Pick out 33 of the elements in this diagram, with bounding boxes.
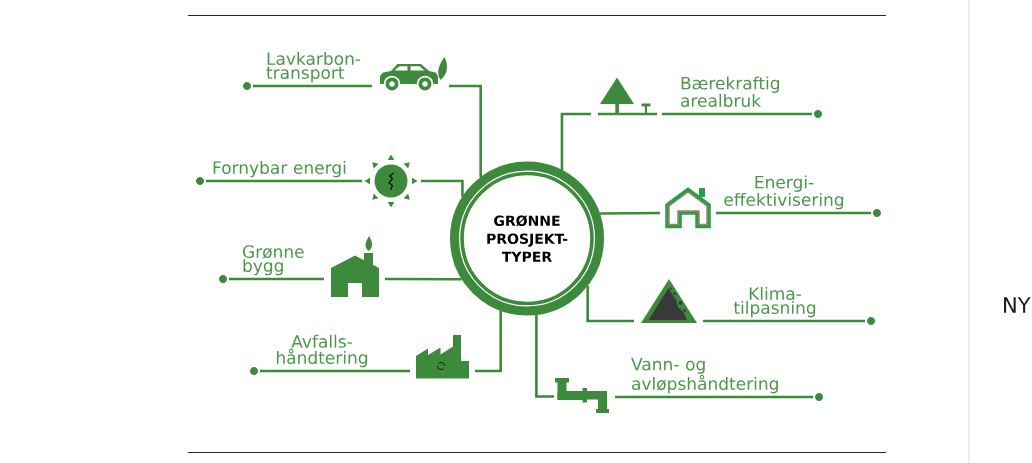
connector-line [560,112,591,170]
connector-line [615,395,813,399]
edge-label: Grønne bygg [242,245,304,276]
edge-label: Avfalls- håndtering [276,334,368,368]
connector-line [260,369,410,373]
connector-line [421,179,464,197]
tree-icon [598,77,657,116]
connector-line [716,211,871,215]
pipe-icon [555,378,609,413]
connector-line [586,285,634,323]
connector-line [475,310,502,373]
triangle-icon [641,279,697,323]
connector-line [206,179,362,183]
edge-label: Energi- effektivisering [724,175,844,210]
house-icon [331,236,379,298]
house-outline-icon [665,187,711,229]
edge-label: Lavkarbon- transport [266,51,361,83]
factory-icon [416,335,469,379]
sun-icon [364,154,418,208]
edge-label: Klima- tilpasning [733,286,816,318]
edge-label: Bærekraftig arealbruk [681,76,779,108]
connector-line [535,314,554,398]
connector-line [599,211,660,215]
connector-line [385,277,462,281]
connector-line [662,112,812,116]
heading-text: NY [1004,297,1031,313]
connector-line [229,277,324,281]
connector-line [253,84,372,88]
edge-label: Vann- og avløpshåndtering [631,357,778,394]
edge-label: Fornybar energi [213,160,346,178]
car-icon [380,57,447,93]
connector-line [703,319,865,323]
connector-line [449,84,482,177]
